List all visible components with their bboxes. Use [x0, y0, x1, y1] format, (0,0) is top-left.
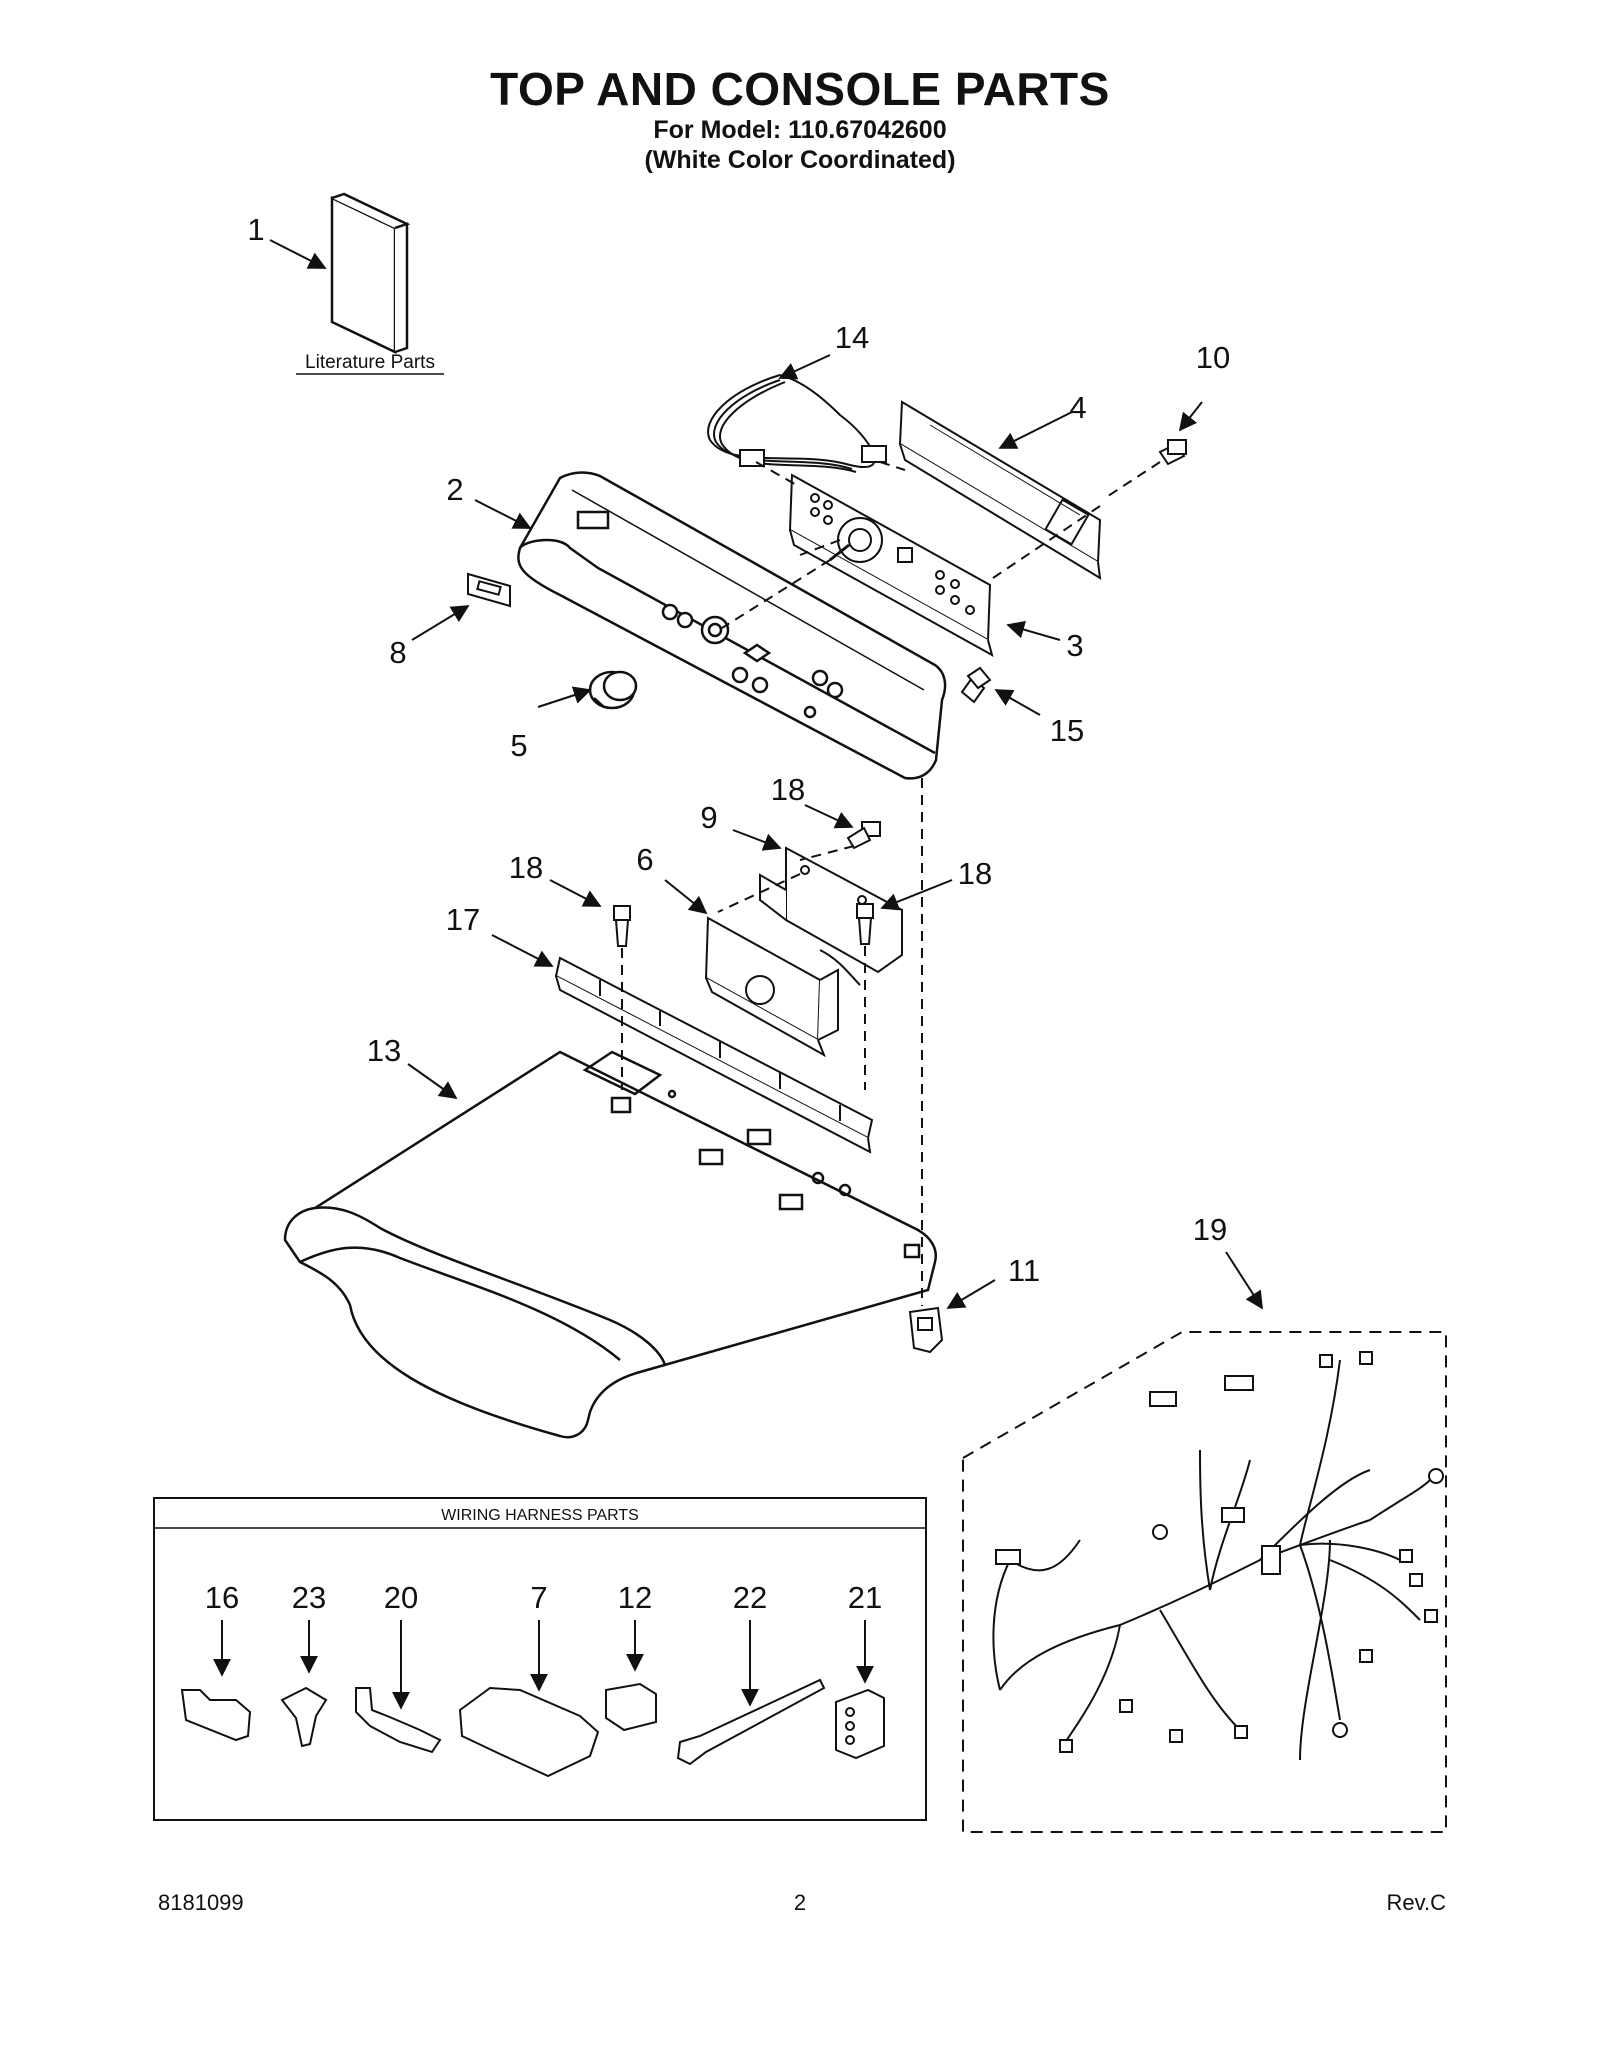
guide-lines [621, 461, 1161, 1306]
wiring-item-arrows [213, 1620, 874, 1710]
page-number: 2 [793, 1890, 807, 1915]
harness-connectors [995, 1351, 1444, 1753]
screw-10 [1158, 439, 1187, 466]
screw-18-top [846, 821, 881, 850]
wiring-box-heading: WIRING HARNESS PARTS [441, 1507, 639, 1524]
wiring-parts-box [153, 1497, 927, 1821]
callout-arrows [269, 239, 1263, 1310]
revision: Rev.C [1386, 1890, 1447, 1915]
callout-3: 3 [1066, 628, 1083, 663]
callout-4: 4 [1069, 390, 1086, 425]
color-line: (White Color Coordinated) [644, 146, 956, 174]
callout-19: 19 [1193, 1212, 1227, 1247]
control-cover [898, 400, 1102, 580]
callout-18-top: 18 [771, 772, 805, 807]
clip-11 [908, 1306, 944, 1354]
relay-module [704, 916, 861, 1058]
callout-15: 15 [1050, 713, 1084, 748]
wiring-item-21: 21 [848, 1580, 882, 1615]
callout-6: 6 [636, 842, 653, 877]
screw-18-right [856, 903, 874, 945]
wiring-item-22: 22 [733, 1580, 767, 1615]
callout-2: 2 [446, 472, 463, 507]
literature-label: Literature Parts [305, 352, 435, 373]
callout-5: 5 [510, 728, 527, 763]
callout-18-right: 18 [958, 856, 992, 891]
callout-18-left: 18 [509, 850, 543, 885]
callout-8: 8 [389, 635, 406, 670]
screw-15 [960, 666, 992, 704]
doc-number: 8181099 [158, 1890, 244, 1915]
dryer-top [283, 1050, 937, 1439]
callout-17: 17 [446, 902, 480, 937]
badge-clip [467, 572, 511, 608]
callout-10: 10 [1196, 340, 1230, 375]
page-title: TOP AND CONSOLE PARTS [490, 63, 1110, 115]
callout-14: 14 [835, 320, 869, 355]
literature-booklet [330, 192, 411, 354]
callout-1: 1 [247, 212, 264, 247]
main-wire-harness [992, 1359, 1431, 1761]
wiring-item-12: 12 [618, 1580, 652, 1615]
mounting-bracket [759, 846, 903, 974]
wiring-item-23: 23 [292, 1580, 326, 1615]
model-line: For Model: 110.67042600 [653, 116, 947, 144]
control-board [788, 473, 994, 658]
console-panel [517, 471, 947, 780]
console-rail [554, 956, 874, 1154]
harness-frame [962, 1331, 1447, 1833]
callout-11: 11 [1008, 1253, 1040, 1288]
screw-18-left [613, 905, 631, 947]
console-harness [707, 374, 887, 473]
wiring-part-drawings [180, 1678, 885, 1778]
wiring-item-20: 20 [384, 1580, 418, 1615]
callout-13: 13 [367, 1033, 401, 1068]
wiring-item-7: 7 [530, 1580, 547, 1615]
callout-9: 9 [700, 800, 717, 835]
knob [588, 670, 638, 710]
wiring-item-16: 16 [205, 1580, 239, 1615]
